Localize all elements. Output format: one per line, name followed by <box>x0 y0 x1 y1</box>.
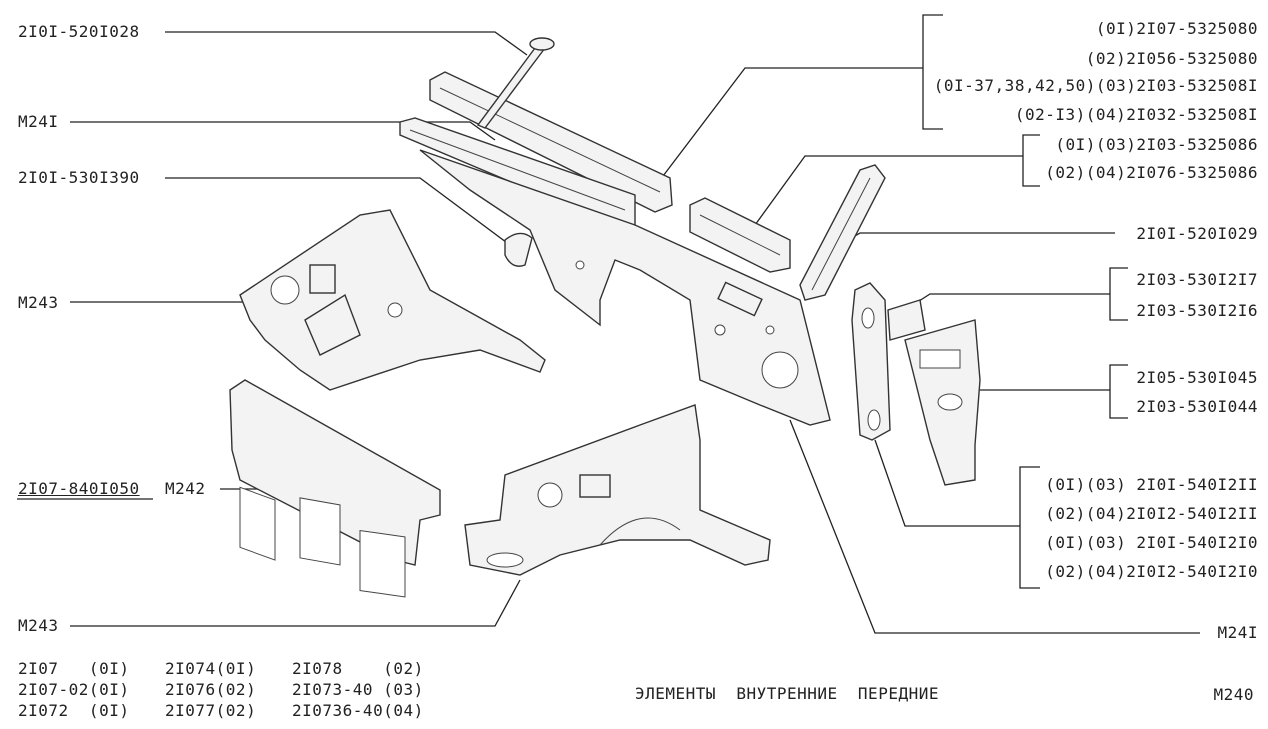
bracket-group3 <box>1109 267 1128 321</box>
callout-2101-5201028: 2I0I-520I028 <box>18 22 140 41</box>
model-col2-row2: 2I076(02) <box>165 680 257 699</box>
part-right-mudguard-m243 <box>464 404 771 576</box>
callout-group5-line2: (02)(04)2I0I2-540I2II <box>1045 504 1258 523</box>
leader-group2 <box>754 155 1023 226</box>
callout-group1-line2: (02)2I056-5325080 <box>1085 49 1258 68</box>
callout-group1-line1: (0I)2I07-5325080 <box>1095 19 1258 38</box>
part-plate-5301217 <box>887 299 926 341</box>
model-col1-row3: 2I072 (0I) <box>18 701 130 720</box>
callout-m241-top: M24I <box>18 112 59 131</box>
callout-group5-line1: (0I)(03) 2I0I-540I2II <box>1045 475 1258 494</box>
callout-group3-line1: 2I03-530I2I7 <box>1136 270 1258 289</box>
leader-m243-bottom <box>70 579 521 627</box>
model-col2-row1: 2I074(0I) <box>165 659 257 678</box>
bracket-group2 <box>1022 134 1040 187</box>
callout-group2-line2: (02)(04)2I076-5325086 <box>1045 163 1258 182</box>
callout-group4-line1: 2I05-530I045 <box>1136 368 1258 387</box>
part-side-pillar-5401211 <box>851 282 891 441</box>
model-col1-row1: 2I07 (0I) <box>18 659 130 678</box>
page-title: ЭЛЕМЕНТЫ ВНУТРЕННИЕ ПЕРЕДНИЕ <box>635 684 939 703</box>
bracket-group1 <box>922 14 943 130</box>
callout-2101-5201029: 2I0I-520I029 <box>1136 224 1258 243</box>
callout-m241-bottom: M24I <box>1217 623 1258 642</box>
model-col2-row3: 2I077(02) <box>165 701 257 720</box>
callout-m242: M242 <box>165 479 206 498</box>
callout-group5-line3: (0I)(03) 2I0I-540I2I0 <box>1045 533 1258 552</box>
callout-group3-line2: 2I03-530I2I6 <box>1136 301 1258 320</box>
callout-group2-line1: (0I)(03)2I03-5325086 <box>1055 135 1258 154</box>
callout-group1-line4: (02-I3)(04)2I032-532508I <box>1014 105 1258 124</box>
leader-m241-bottom <box>789 419 1200 634</box>
model-col3-row1: 2I078 (02) <box>292 659 424 678</box>
callout-m243-top: M243 <box>18 293 59 312</box>
bracket-group5 <box>1019 466 1040 589</box>
model-col1-row2: 2I07-02(0I) <box>18 680 130 699</box>
leader-2101-5301390 <box>165 177 511 246</box>
model-col3-row2: 2I073-40 (03) <box>292 680 424 699</box>
part-panel-5301045 <box>904 319 981 486</box>
bracket-group4 <box>1109 364 1128 419</box>
model-col3-row3: 2I0736-40(04) <box>292 701 424 720</box>
leader-group1 <box>659 67 923 181</box>
callout-2101-5301390: 2I0I-530I390 <box>18 168 140 187</box>
leader-2101-5201029 <box>829 232 1115 251</box>
leader-2101-5201028 <box>165 31 528 56</box>
leader-group5 <box>874 439 1020 527</box>
callout-m243-bottom: M243 <box>18 616 59 635</box>
part-radiator-frame-m242 <box>229 379 441 598</box>
part-pillar-strip-5201029 <box>799 164 886 301</box>
callout-group5-line4: (02)(04)2I0I2-540I2I0 <box>1045 562 1258 581</box>
page-code: M240 <box>1213 685 1254 704</box>
part-left-mudguard-m243 <box>239 209 546 391</box>
part-inner-fender-panel <box>419 149 831 426</box>
part-bracket-5325086 <box>689 197 791 273</box>
callout-group1-line3: (0I-37,38,42,50)(03)2I03-532508I <box>933 76 1258 95</box>
leader-m241-top <box>70 121 496 141</box>
part-strut-rod <box>476 37 555 129</box>
leader-group3 <box>904 293 1110 311</box>
callout-group4-line2: 2I03-530I044 <box>1136 397 1258 416</box>
callout-2107-8401050: 2I07-840I050 <box>18 479 140 498</box>
